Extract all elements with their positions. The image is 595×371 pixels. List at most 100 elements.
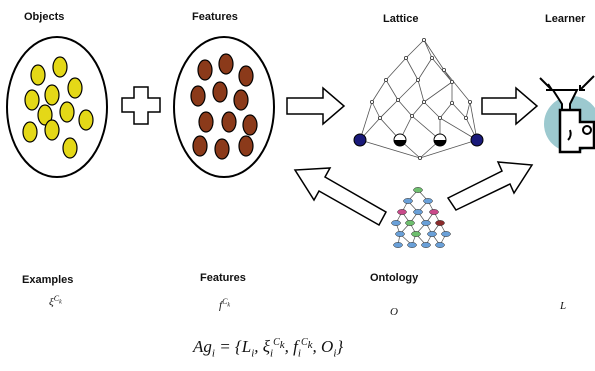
feature-oval (218, 53, 234, 75)
lattice-edge (379, 99, 399, 119)
feature-oval (242, 114, 258, 136)
lattice-node (449, 80, 454, 85)
header-features: Features (192, 11, 238, 23)
lattice-edge (451, 102, 467, 119)
lattice-node (421, 38, 426, 43)
feature-oval (197, 59, 213, 81)
feature-oval (233, 89, 249, 111)
object-oval (52, 56, 68, 78)
ontology-node (413, 187, 423, 193)
lattice-node (429, 56, 434, 61)
object-oval (22, 121, 38, 143)
object-oval (44, 84, 60, 106)
arrow-to-learner (481, 86, 539, 126)
ontology-node (391, 220, 401, 226)
ontology-node (421, 242, 431, 248)
feature-oval (214, 138, 230, 160)
feature-oval (212, 81, 228, 103)
lattice-node-half (394, 140, 406, 146)
lattice-edge (465, 101, 471, 119)
ontology-tree-icon (391, 187, 451, 248)
lattice-edge (439, 117, 478, 141)
feature-oval (221, 111, 237, 133)
lattice-edge (423, 101, 441, 119)
label-examples: Examples (22, 274, 74, 286)
header-learner: Learner (545, 13, 586, 25)
ontology-node (423, 198, 433, 204)
lattice-edge (423, 39, 433, 59)
ontology-node (397, 209, 407, 215)
features-set (173, 36, 275, 178)
symbol-ontology: O (390, 306, 398, 318)
arrow-ontology-to-learner (446, 161, 534, 211)
feature-oval (198, 111, 214, 133)
lattice-edge (385, 79, 399, 101)
ontology-node (441, 231, 451, 237)
lattice-concept-node (470, 133, 484, 147)
object-oval (37, 104, 53, 126)
lattice-node (369, 100, 374, 105)
feature-oval (192, 135, 208, 157)
object-oval (30, 64, 46, 86)
lattice-edge (371, 101, 381, 119)
lattice-edge (417, 79, 425, 103)
lattice-node (449, 101, 454, 106)
arrow-to-lattice (286, 86, 346, 126)
lattice-node (463, 116, 468, 121)
lattice-node (377, 116, 382, 121)
feature-oval (238, 135, 254, 157)
lattice-concept-node (353, 133, 367, 147)
symbol-features: fCk (219, 297, 231, 312)
lattice-edge (443, 69, 471, 103)
lattice-edge (385, 57, 407, 81)
label-features: Features (200, 272, 246, 284)
lattice-edge (405, 39, 425, 59)
feature-oval (238, 65, 254, 87)
object-oval (78, 109, 94, 131)
ontology-node (405, 220, 415, 226)
arrow-ontology-to-features (293, 167, 388, 227)
lattice-edge (359, 139, 421, 159)
lattice-node (467, 100, 472, 105)
header-lattice: Lattice (383, 13, 419, 25)
lattice-edge (405, 57, 419, 81)
lattice-edge (439, 102, 453, 119)
lattice-node (415, 78, 420, 83)
ontology-node (393, 242, 403, 248)
objects-set (6, 36, 108, 178)
ontology-node (435, 220, 445, 226)
lattice-edge (359, 101, 373, 141)
ontology-node (411, 231, 421, 237)
lattice-edge (397, 99, 413, 117)
object-oval (44, 119, 60, 141)
ontology-node (407, 242, 417, 248)
lattice-edge (423, 81, 453, 103)
lattice-edge (417, 57, 433, 81)
agent-formula: Agi = {Li, ξiCk, fiCk, Oi} (193, 337, 344, 360)
learner-head-icon (539, 75, 595, 154)
ontology-node (413, 209, 423, 215)
feature-ovals (190, 53, 258, 160)
lattice-node (417, 155, 422, 160)
lattice-node (383, 78, 388, 83)
lattice-edge (423, 39, 445, 71)
lattice-node (437, 116, 442, 121)
object-oval (67, 77, 83, 99)
lattice-node (409, 114, 414, 119)
object-oval (24, 89, 40, 111)
symbol-learner: L (560, 300, 567, 312)
lattice-edge (411, 101, 425, 117)
ontology-node (429, 209, 439, 215)
lattice-node-half (434, 140, 446, 146)
lattice-node (421, 100, 426, 105)
lattice-edge (397, 79, 419, 101)
lattice-node (403, 56, 408, 61)
symbol-examples: ξCk (49, 294, 62, 309)
lattice-edge (419, 139, 478, 159)
ontology-node (435, 242, 445, 248)
plus-icon (121, 86, 161, 125)
lattice-graph (353, 38, 484, 160)
ontology-node (427, 231, 437, 237)
object-oval (62, 137, 78, 159)
